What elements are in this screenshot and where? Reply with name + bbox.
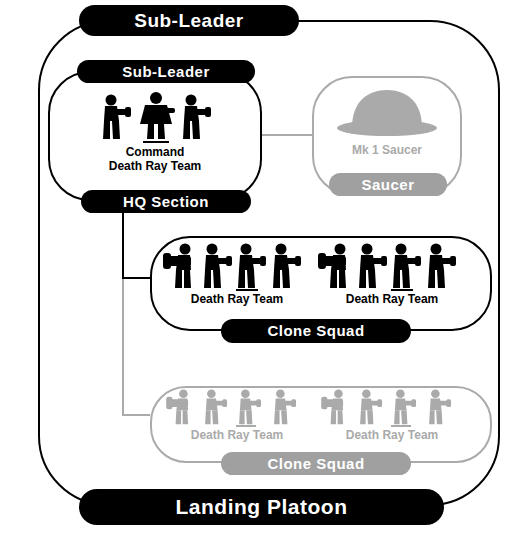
platoon-box: Sub-LeaderLanding PlatoonSub-LeaderComma… [38,20,500,506]
heading-pill: Landing Platoon [79,489,444,525]
unit-label: Death Ray Team [322,293,462,307]
unit-label: Death Ray Team [167,293,307,307]
soldier-figure [429,389,451,424]
hq-section-box: Sub-LeaderCommand Death Ray TeamHQ Secti… [48,71,262,201]
unit-label: Death Ray Team [167,429,307,443]
leader-underline [143,141,169,143]
unit-label: Mk 1 Saucer [322,144,452,158]
commander-figure [140,92,175,139]
soldier-figure [428,244,456,289]
saucer-brim [337,120,437,136]
heading-pill: Clone Squad [221,319,411,343]
heading-pill: Sub-Leader [77,60,255,83]
soldier-figure [163,244,191,289]
soldier-figure [205,389,227,424]
heading-pill: HQ Section [81,190,251,213]
heading-pill: Sub-Leader [79,5,299,36]
soldier-figure [273,244,301,289]
soldier-figure [204,244,232,289]
squad-box: Death Ray TeamDeath Ray TeamClone Squad [150,386,492,463]
soldier-figure [183,95,211,140]
soldier-figure [359,244,387,289]
heading-pill: Clone Squad [221,452,411,475]
leader-underline [391,425,411,427]
heading-pill: Saucer [329,173,447,196]
unit-label: Death Ray Team [322,429,462,443]
soldier-figure [321,389,343,424]
squad-box: Death Ray TeamDeath Ray TeamClone Squad [150,236,492,331]
soldier-figure [239,389,261,424]
soldier-figure [274,389,296,424]
leader-underline [236,425,256,427]
soldier-figure [360,389,382,424]
connector-line [123,201,150,415]
saucer-box: Mk 1 SaucerSaucer [312,76,462,196]
soldier-figure [394,389,416,424]
soldier-figure [318,244,346,289]
connector-line [262,134,312,136]
soldier-figure [103,95,131,140]
soldier-figure [166,389,188,424]
soldier-figure [393,244,421,289]
soldier-figure [238,244,266,289]
unit-label: Command Death Ray Team [108,146,202,174]
leader-underline [391,289,413,291]
leader-underline [236,289,258,291]
